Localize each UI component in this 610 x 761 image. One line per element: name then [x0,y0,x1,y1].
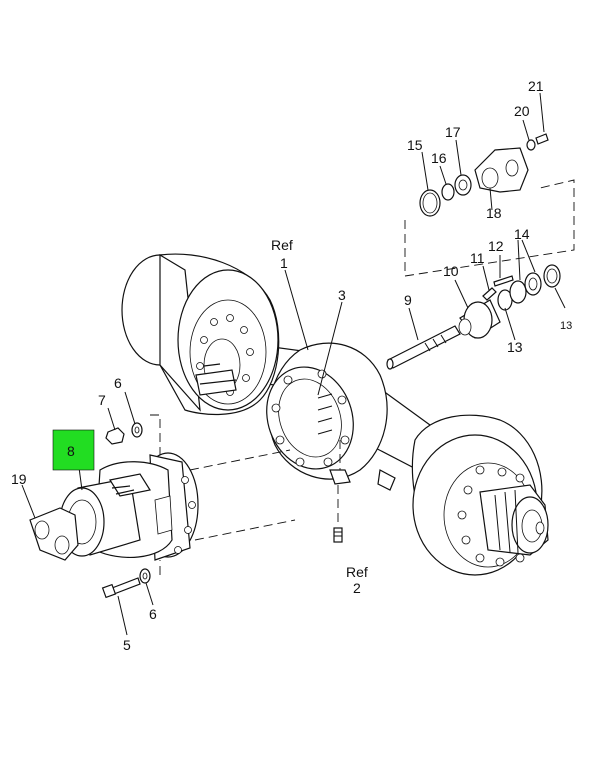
callout-12: 12 [488,238,504,254]
pinion-bolt [493,275,514,287]
callout-6a: 6 [114,375,122,391]
callout-5: 5 [123,637,131,653]
callout-17: 17 [445,124,461,140]
input-shaft [386,325,461,370]
right-wheel-drum [411,414,549,576]
pinion-stud [482,287,497,301]
callout-13a: 13 [507,339,523,355]
callout-11: 11 [470,250,485,266]
bearing-ring [543,264,561,288]
assembly-lines [150,179,575,575]
callout-13b: 13 [560,320,572,332]
left-wheel-drum [121,253,280,415]
highlight-box-item-8[interactable] [52,429,95,471]
callout-10: 10 [443,263,459,279]
callout-14: 14 [514,226,530,242]
yoke [29,507,79,561]
flange-washer [526,139,536,151]
callout-18: 18 [486,205,502,221]
differential-carrier [59,452,199,561]
callout-ref-2-word: Ref [346,564,368,580]
callout-16: 16 [431,150,447,166]
callout-labels: Ref 1 3 6 7 8 19 6 5 Ref 2 9 10 11 12 14… [11,78,572,653]
thrust-washer [441,183,455,201]
callout-6b: 6 [149,606,157,622]
snap-ring [419,189,441,217]
stud-nut [105,427,125,445]
carrier-bolt [101,577,141,599]
breather-fitting [333,527,343,543]
callout-3: 3 [338,287,346,303]
right-wheel-lugs [457,465,525,567]
callout-9: 9 [404,292,412,308]
callout-20: 20 [514,103,530,119]
leader-lines [21,92,566,636]
oil-seal [454,174,472,196]
callout-7: 7 [98,392,106,408]
right-wheel-hub [479,484,549,556]
stud-washer [131,422,143,438]
callout-19: 19 [11,471,27,487]
callout-ref-2-num: 2 [353,580,361,596]
callout-15: 15 [407,137,423,153]
carrier-washer [139,568,151,584]
pinion-cage [458,299,501,339]
callout-8[interactable]: 8 [67,443,75,459]
housing-studs [271,369,350,467]
callout-ref-1-word: Ref [271,237,293,253]
companion-flange [474,147,529,193]
flange-bolt [535,133,549,145]
callout-21: 21 [528,78,544,94]
callout-ref-1-num: 1 [280,255,288,271]
bearing-set [509,272,542,304]
